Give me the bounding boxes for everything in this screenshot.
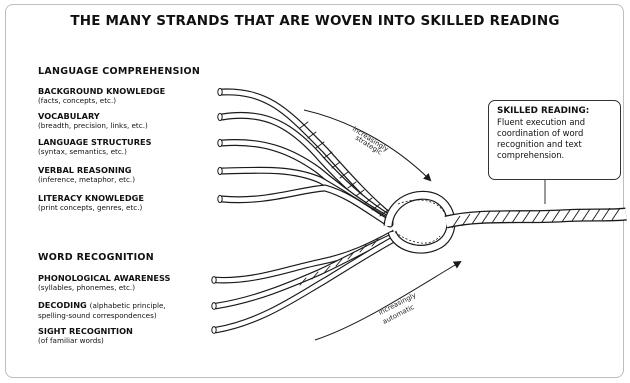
rope-knot <box>388 195 451 249</box>
combined-rope <box>446 208 626 228</box>
callout-body: Fluent execution and coordination of wor… <box>497 117 616 161</box>
language-comprehension-strands <box>222 92 390 224</box>
strand-end-caps <box>212 88 222 333</box>
callout-heading: SKILLED READING: <box>497 106 616 117</box>
skilled-reading-callout: SKILLED READING: Fluent execution and co… <box>488 100 621 180</box>
